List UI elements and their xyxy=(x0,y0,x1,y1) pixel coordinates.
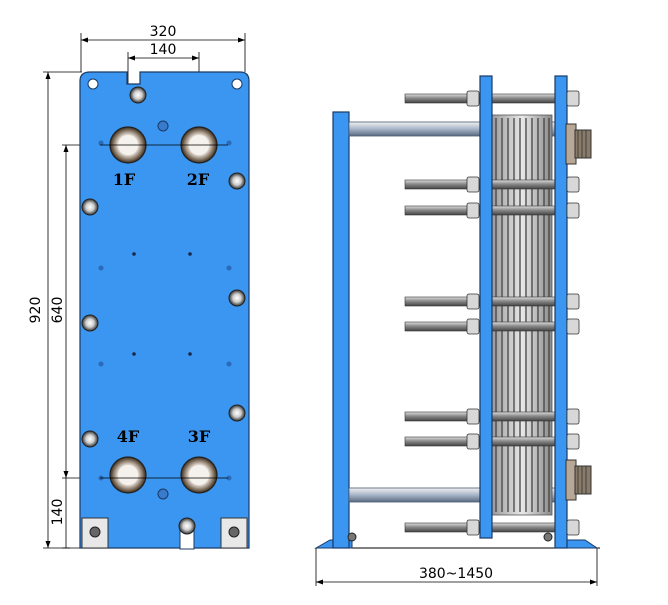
nut-icon xyxy=(566,176,580,193)
frame-plate xyxy=(79,71,250,549)
dimension-arrow xyxy=(316,579,323,585)
nut-icon xyxy=(566,318,580,335)
right-foot xyxy=(220,517,248,549)
fixed-plate-nuts xyxy=(566,90,580,536)
nut-icon xyxy=(466,176,480,193)
height-dimension-label: 920 xyxy=(28,297,44,324)
dimension-arrows xyxy=(45,37,245,548)
plate-pack xyxy=(491,114,553,516)
nut-icon xyxy=(566,408,580,425)
support-column xyxy=(332,111,350,549)
nut-icon xyxy=(566,293,580,310)
bolt-icon xyxy=(81,198,99,216)
front-view: 320 140 920 640 140 xyxy=(28,24,250,550)
port-3f xyxy=(180,456,218,494)
plate-dots xyxy=(98,120,232,500)
bolt-icon xyxy=(228,289,246,307)
nut-icon xyxy=(566,433,580,450)
port-label-4f: 4F xyxy=(117,427,140,446)
nut-icon xyxy=(466,519,480,536)
bolt-icon xyxy=(347,532,357,542)
port-distance-dimension-label: 640 xyxy=(50,297,66,324)
bolt-icon xyxy=(228,172,246,190)
nut-icon xyxy=(566,519,580,536)
corner-hole-icon xyxy=(87,78,99,90)
nut-icon xyxy=(466,90,480,107)
left-foot xyxy=(81,517,109,549)
side-view: 380~1450 xyxy=(314,75,600,586)
pressure-plate xyxy=(479,75,493,539)
dimension-arrow xyxy=(590,579,597,585)
port-label-1f: 1F xyxy=(113,170,136,189)
bolt-icon xyxy=(178,517,196,535)
nut-icon xyxy=(466,202,480,219)
port-4f xyxy=(109,456,147,494)
port-label-3f: 3F xyxy=(188,427,211,446)
length-dimension-line xyxy=(315,548,598,586)
pressure-plate-nuts xyxy=(466,90,480,536)
bolt-icon xyxy=(543,532,553,542)
fixed-frame-plate xyxy=(554,75,568,549)
port-spacing-dimension-label: 140 xyxy=(150,42,177,58)
bolt-icon xyxy=(129,86,147,104)
nut-icon xyxy=(466,293,480,310)
port-center-lines xyxy=(100,144,228,479)
port-label-2f: 2F xyxy=(187,170,210,189)
upper-nozzle xyxy=(565,123,592,165)
bolt-icon xyxy=(81,430,99,448)
lower-nozzle xyxy=(565,459,592,501)
nut-icon xyxy=(466,318,480,335)
bottom-offset-dimension-label: 140 xyxy=(50,499,66,526)
nut-icon xyxy=(566,90,580,107)
edge-bolts xyxy=(81,86,246,535)
length-dimension-label: 380~1450 xyxy=(419,566,493,582)
nut-icon xyxy=(566,202,580,219)
nut-icon xyxy=(466,408,480,425)
nut-icon xyxy=(466,433,480,450)
corner-hole-icon xyxy=(231,78,243,90)
width-dimension-label: 320 xyxy=(150,24,177,40)
bolt-icon xyxy=(81,314,99,332)
bolt-icon xyxy=(228,404,246,422)
